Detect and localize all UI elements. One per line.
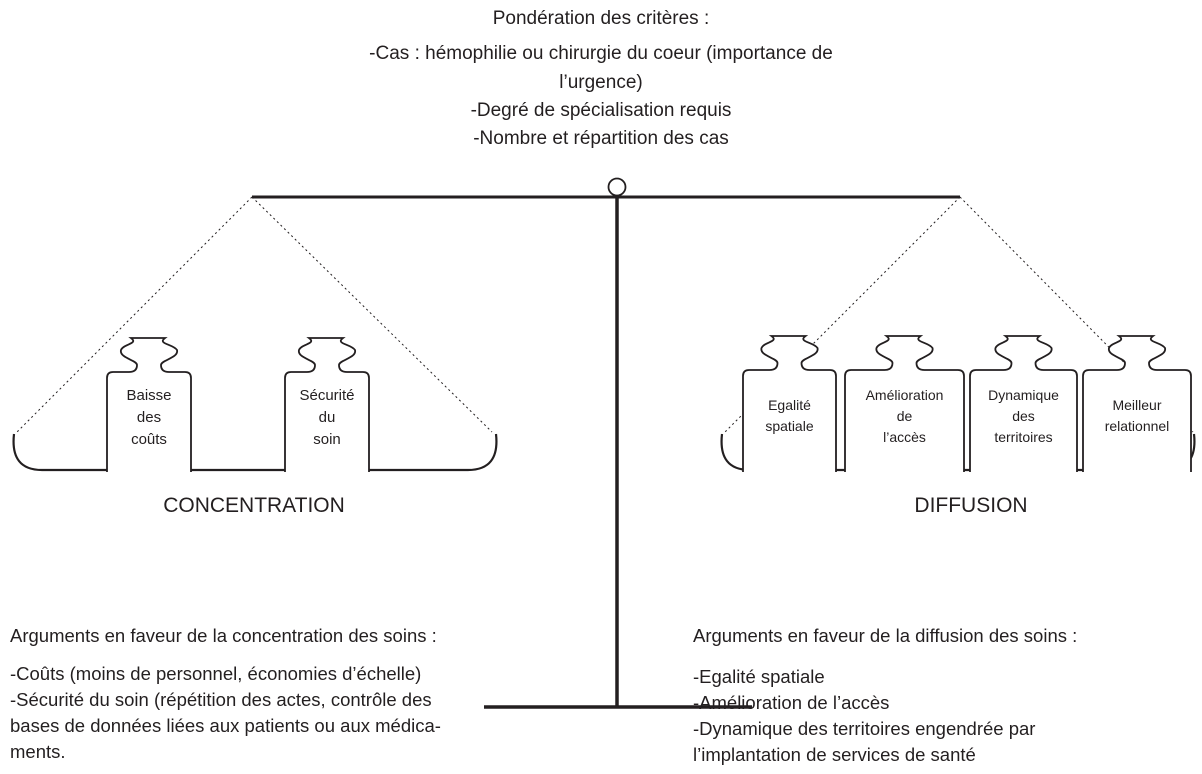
weight-equality [742, 335, 837, 472]
weight-access [844, 335, 965, 472]
diffusion-argument-line: -Egalité spatiale [693, 666, 825, 687]
concentration-arguments: Arguments en faveur de la concentration … [10, 623, 441, 765]
weight-relational [1082, 335, 1192, 472]
criteria-line-2: l’urgence) [559, 72, 643, 93]
diffusion-argument-line: -Amélioration de l’accès [693, 692, 890, 713]
diffusion-arguments: Arguments en faveur de la diffusion des … [693, 623, 1077, 768]
concentration-arguments-heading: Arguments en faveur de la concentration … [10, 625, 437, 646]
diffusion-argument-line: l’implantation de services de santé [693, 744, 976, 765]
left-pan [12, 433, 498, 472]
weight-costs [106, 337, 192, 472]
concentration-argument-line: bases de données liées aux patients ou a… [10, 715, 441, 736]
criteria-line-3: -Degré de spécialisation requis [470, 100, 732, 121]
concentration-argument-line: -Coûts (moins de personnel, économies d’… [10, 663, 422, 684]
left-pan-strings [16, 196, 493, 433]
criteria-title: Pondération des critères : [492, 8, 710, 29]
weight-safety [284, 337, 370, 472]
diffusion-arguments-heading: Arguments en faveur de la diffusion des … [693, 625, 1078, 646]
concentration-argument-line: ments. [10, 741, 66, 762]
balance-pivot [607, 177, 627, 197]
weight-dynamics [969, 335, 1078, 472]
concentration-argument-line: -Sécurité du soin (répétition des actes,… [10, 689, 432, 710]
diffusion-argument-line: -Dynamique des territoires engendrée par [693, 718, 1036, 739]
diffusion-label: DIFFUSION [914, 494, 1028, 517]
criteria-line-4: -Nombre et répartition des cas [473, 128, 729, 149]
concentration-label: CONCENTRATION [163, 494, 345, 517]
criteria-line-1: -Cas : hémophilie ou chirurgie du coeur … [369, 43, 833, 64]
